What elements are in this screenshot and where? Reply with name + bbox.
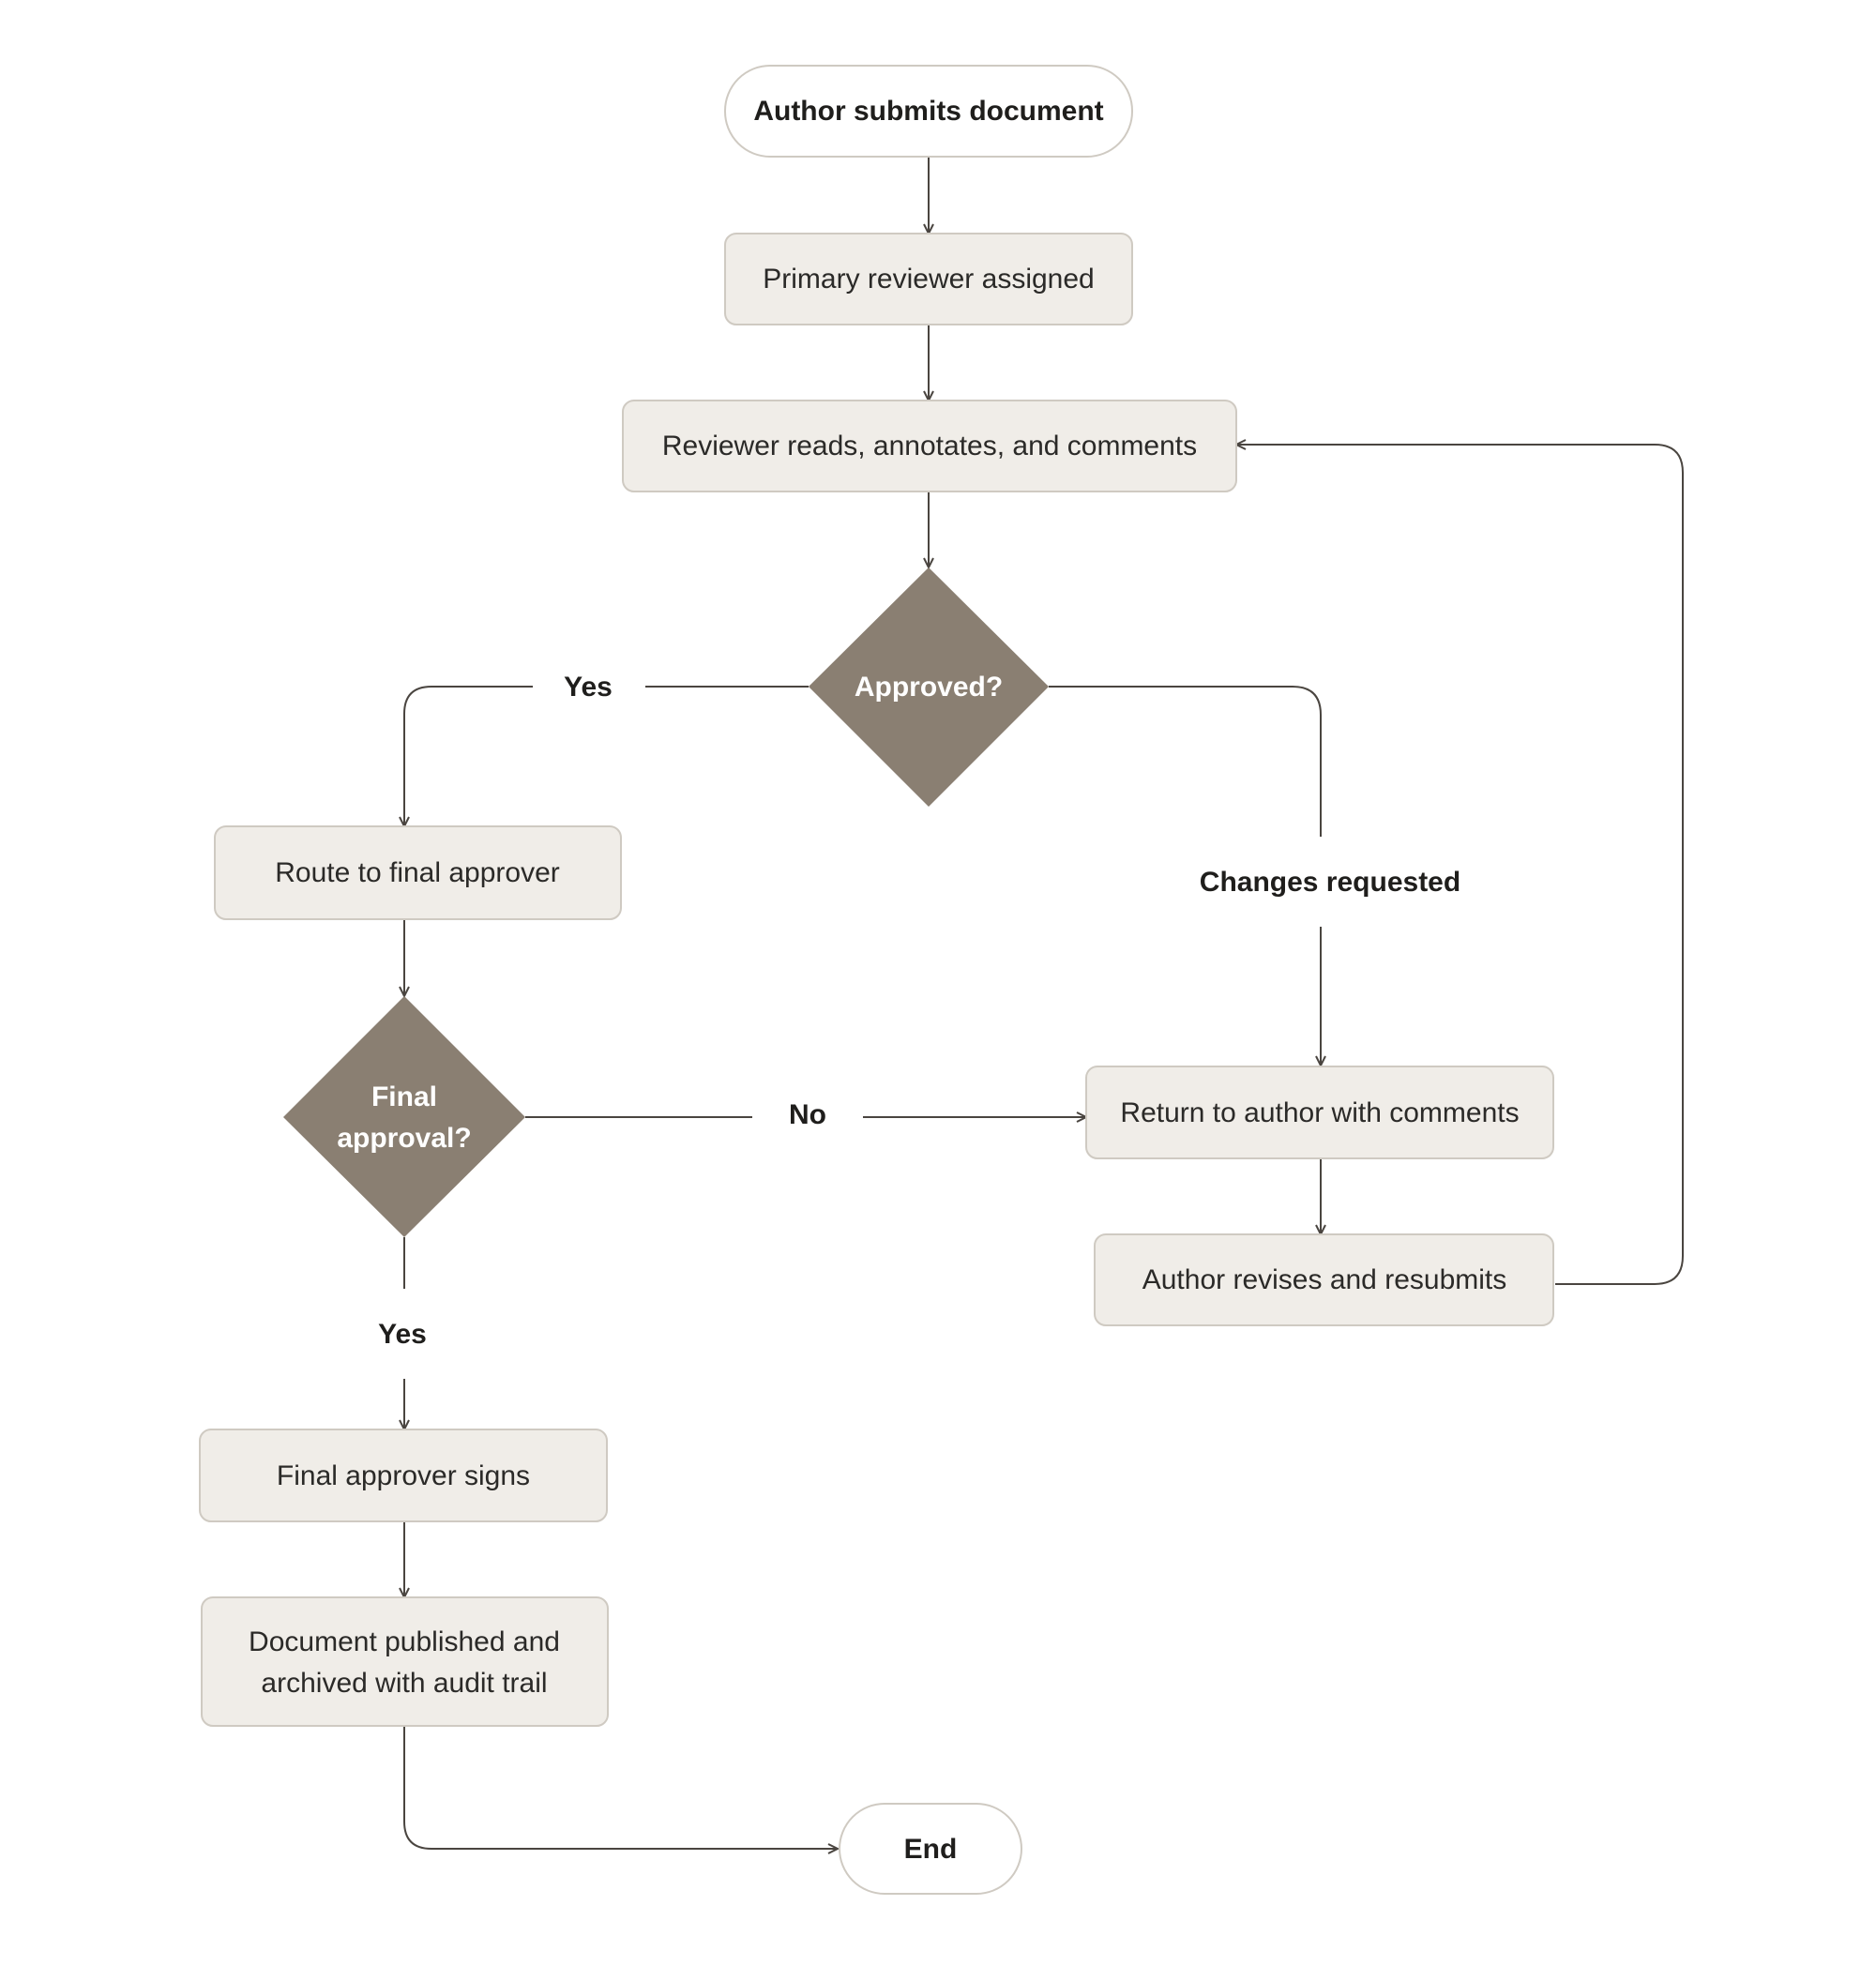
node-route-label: Route to final approver: [275, 857, 560, 888]
node-end: End: [839, 1803, 1022, 1895]
edge-revise-loop-to-review: [1236, 445, 1684, 1285]
node-final-label-line1: Final: [371, 1081, 437, 1112]
node-assign: Primary reviewer assigned: [724, 233, 1133, 325]
node-start-label: Author submits document: [753, 96, 1103, 127]
label-no-final: No: [789, 1099, 826, 1130]
node-start: Author submits document: [724, 65, 1133, 158]
node-signs-label: Final approver signs: [277, 1460, 530, 1491]
node-return-author: Return to author with comments: [1085, 1066, 1554, 1159]
node-assign-label: Primary reviewer assigned: [763, 264, 1094, 295]
connectors: [403, 157, 1684, 1849]
node-published: Document published and archived with aud…: [201, 1596, 609, 1727]
edge-approved-right: [1049, 686, 1322, 837]
label-changes-requested: Changes requested: [1200, 867, 1460, 898]
edge-published-to-end: [403, 1726, 838, 1849]
node-final-decision: Final approval?: [283, 996, 525, 1237]
node-return-author-label: Return to author with comments: [1120, 1097, 1519, 1128]
node-revise: Author revises and resubmits: [1094, 1233, 1554, 1326]
edge-yes-to-route: [404, 686, 533, 826]
node-signs: Final approver signs: [199, 1429, 608, 1522]
label-yes-final: Yes: [378, 1319, 427, 1350]
node-review-label: Reviewer reads, annotates, and comments: [662, 431, 1197, 461]
label-yes-approved: Yes: [564, 672, 613, 703]
node-approved-decision: Approved?: [809, 567, 1049, 807]
node-final-label-line2: approval?: [337, 1123, 471, 1154]
node-approved-label: Approved?: [855, 672, 1003, 703]
node-published-label-line1: Document published and: [249, 1626, 560, 1657]
node-revise-label: Author revises and resubmits: [1142, 1264, 1507, 1295]
node-route: Route to final approver: [214, 825, 622, 920]
node-end-label: End: [904, 1834, 958, 1865]
node-review: Reviewer reads, annotates, and comments: [622, 400, 1237, 492]
node-published-label-line2: archived with audit trail: [261, 1668, 547, 1699]
